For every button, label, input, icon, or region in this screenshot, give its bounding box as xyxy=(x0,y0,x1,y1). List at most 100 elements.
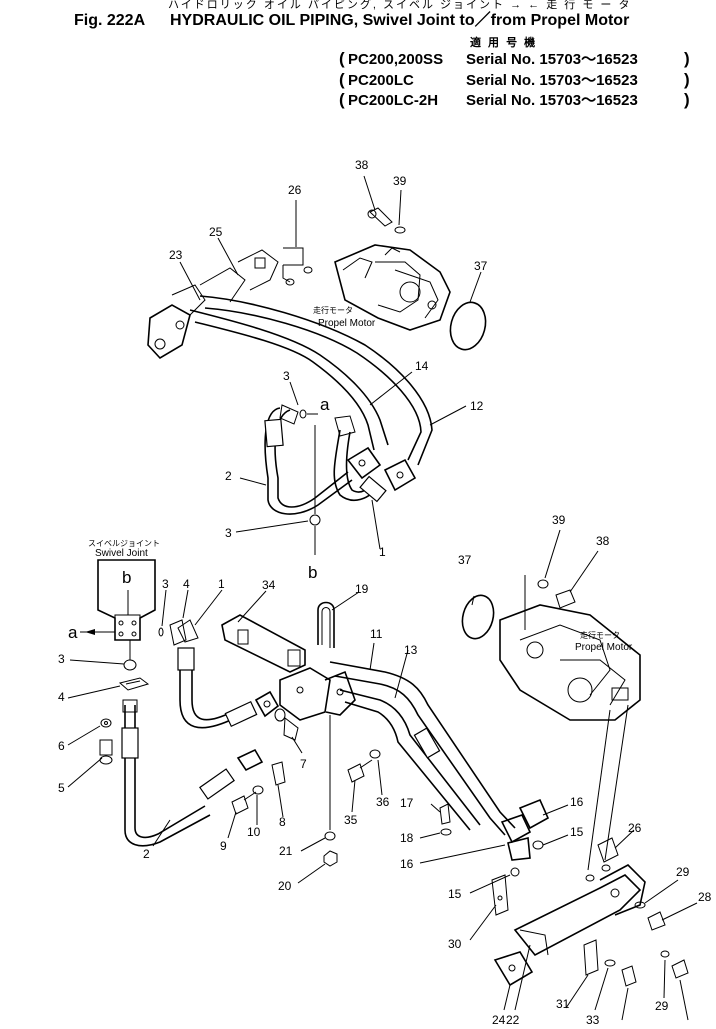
bolt-5 xyxy=(99,739,113,765)
valve-block-upper xyxy=(147,249,279,360)
part-18: 18 xyxy=(400,831,414,845)
fitting-4-lower xyxy=(169,619,187,646)
propel-motor-lower xyxy=(499,604,641,721)
figure-title: HYDRAULIC OIL PIPING, Swivel Joint to／fr… xyxy=(170,12,630,29)
clamp-31 xyxy=(583,939,599,976)
part-39-lower: 39 xyxy=(552,513,566,527)
lines-to-motor xyxy=(524,575,629,871)
washer-18 xyxy=(440,828,452,836)
hose-2-lower xyxy=(121,699,235,847)
applicable-models-label: 適 用 号 機 xyxy=(470,37,538,49)
serial-model-3: PC200LC-2H xyxy=(348,92,439,109)
close-paren: ) xyxy=(684,49,690,68)
o-ring-7 xyxy=(274,708,299,741)
part-24: 24 xyxy=(492,1013,506,1027)
part-1-lower: 1 xyxy=(218,577,225,591)
part-29-lower: 29 xyxy=(655,999,669,1013)
part-7: 7 xyxy=(300,757,307,771)
part-16-right: 16 xyxy=(570,795,584,809)
washer-39-lower xyxy=(537,579,549,589)
part-34: 34 xyxy=(262,578,276,592)
part-39-upper: 39 xyxy=(393,174,407,188)
marker-a-upper: a xyxy=(320,395,330,414)
part-number-labels: 38 39 26 37 25 23 14 12 3 2 3 1 3 4 1 34… xyxy=(58,158,712,1027)
japanese-title: ハイドロリック オイル パイピング, スイベル ジョイント → ← 走 行 モ … xyxy=(168,0,632,11)
part-2-upper: 2 xyxy=(225,469,232,483)
leader-lines xyxy=(67,175,698,1021)
o-ring-3-side xyxy=(158,627,164,637)
part-20: 20 xyxy=(278,879,292,893)
part-4-top: 4 xyxy=(183,577,190,591)
o-ring-3-swivel xyxy=(123,640,137,671)
u-bolt-19 xyxy=(317,601,335,648)
bolt-9 xyxy=(231,791,257,815)
bolt-17 xyxy=(439,803,451,825)
bracket-22 xyxy=(513,864,646,957)
washer-33 xyxy=(604,959,616,967)
washer-6 xyxy=(100,718,112,728)
hose-12 xyxy=(199,295,433,466)
open-paren: ( xyxy=(339,70,345,89)
propel-motor-jp-label-lower: 走行モータ xyxy=(580,630,620,640)
hose-2-upper xyxy=(264,404,353,515)
swivel-joint-label: Swivel Joint xyxy=(95,548,148,559)
part-17: 17 xyxy=(400,796,414,810)
part-13: 13 xyxy=(404,643,418,657)
part-9: 9 xyxy=(220,839,227,853)
part-3-lower: 3 xyxy=(58,652,65,666)
serial-model-2: PC200LC xyxy=(348,72,414,89)
part-21: 21 xyxy=(279,844,293,858)
bolt-32 xyxy=(621,965,637,987)
part-37-lower: 37 xyxy=(458,553,472,567)
nut-20 xyxy=(323,850,338,867)
part-2-lower: 2 xyxy=(143,847,150,861)
part-38-upper: 38 xyxy=(355,158,369,172)
part-38-lower: 38 xyxy=(596,534,610,548)
split-flange-4 xyxy=(118,677,150,691)
fittings-16 xyxy=(500,798,550,861)
marker-b-upper: b xyxy=(308,563,317,582)
hose-11-13 xyxy=(329,661,516,836)
close-paren: ) xyxy=(684,70,690,89)
o-ring-3-a-upper xyxy=(299,409,318,419)
part-33: 33 xyxy=(586,1013,600,1027)
fitting-26-upper xyxy=(282,247,313,286)
bolt-38-lower xyxy=(555,589,576,609)
fittings-lower-upper xyxy=(346,446,417,492)
propel-motor-label-lower: Propel Motor xyxy=(575,642,633,653)
part-29-upper: 29 xyxy=(676,865,690,879)
o-ring-3-b-upper xyxy=(309,425,321,555)
part-37-upper: 37 xyxy=(474,259,488,273)
junction-block xyxy=(279,667,356,721)
part-25: 25 xyxy=(209,225,223,239)
part-30: 30 xyxy=(448,937,462,951)
propel-motor-upper xyxy=(334,244,451,331)
o-ring-15-lower xyxy=(510,867,520,877)
washer-10 xyxy=(252,785,264,795)
serial-range-2: Serial No. 15703～16523 xyxy=(466,72,638,89)
bolt-38-upper xyxy=(367,207,393,227)
part-35: 35 xyxy=(344,813,358,827)
serial-model-1: PC200,200SS xyxy=(348,51,444,68)
clamp-30 xyxy=(491,874,509,916)
part-3-swivel: 3 xyxy=(162,577,169,591)
serial-range-1: Serial No. 15703～16523 xyxy=(466,51,638,68)
part-23: 23 xyxy=(169,248,183,262)
clamp-8 xyxy=(271,761,286,786)
part-12: 12 xyxy=(470,399,484,413)
hose-1-upper xyxy=(333,415,387,503)
part-26-upper: 26 xyxy=(288,183,302,197)
part-15-right: 15 xyxy=(570,825,584,839)
part-14: 14 xyxy=(415,359,429,373)
washer-21 xyxy=(324,831,336,841)
part-16-left: 16 xyxy=(400,857,414,871)
part-8: 8 xyxy=(279,815,286,829)
open-paren: ( xyxy=(339,90,345,109)
marker-b-swivel: b xyxy=(122,568,131,587)
part-10: 10 xyxy=(247,825,261,839)
flange-fitting-lower xyxy=(236,690,280,772)
part-22: 22 xyxy=(506,1013,520,1027)
part-6: 6 xyxy=(58,739,65,753)
o-ring-37-upper xyxy=(449,301,487,351)
